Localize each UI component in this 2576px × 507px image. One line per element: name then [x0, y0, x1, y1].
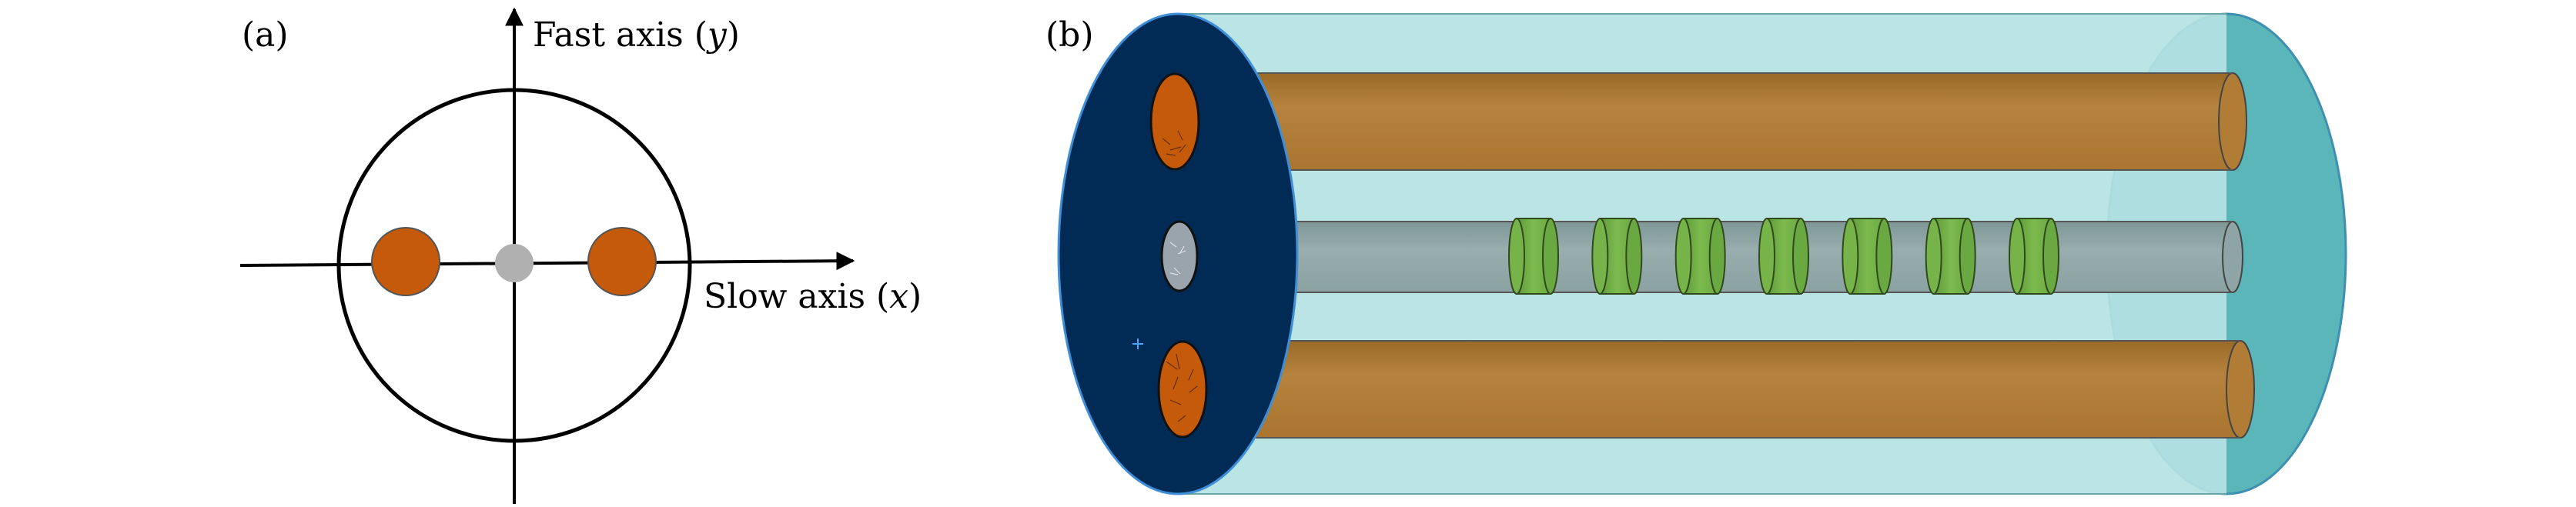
grating-7	[2009, 218, 2059, 295]
slow-axis-label: Slow axis (x)	[704, 277, 922, 316]
grating-5	[1842, 218, 1893, 295]
grating-3	[1674, 218, 1726, 295]
cross-section-diagram: (a) Fast axis (y) Slow axis (x)	[239, 7, 922, 504]
rod-texture	[1162, 130, 1198, 422]
stress-rod-bottom-tube	[1232, 341, 2240, 438]
slow-axis-line	[239, 252, 855, 271]
stress-rod-top-end	[2218, 72, 2247, 171]
grating-1	[1508, 218, 1559, 295]
core-texture	[1169, 242, 1186, 275]
fiber-core	[495, 244, 534, 282]
stress-rod-left	[371, 227, 440, 296]
stress-rod-top-tube	[1232, 73, 2233, 170]
grating-4	[1758, 218, 1809, 295]
panel-a-label: (a)	[242, 15, 289, 55]
stress-rod-right	[587, 227, 657, 296]
plus-marker-icon	[1132, 339, 1143, 349]
front-stress-rod-bottom	[1157, 340, 1208, 439]
stress-rod-bottom-end	[2226, 340, 2255, 439]
fast-axis-label: Fast axis (y)	[533, 15, 740, 55]
core-tube-end	[2222, 221, 2243, 293]
grating-2	[1591, 218, 1643, 295]
grating-6	[1925, 218, 1976, 295]
bragg-gratings	[1508, 218, 2059, 295]
panel-b-label: (b)	[1045, 15, 1094, 55]
front-stress-rod-top	[1149, 72, 1200, 171]
core-tube	[1247, 222, 2233, 292]
front-core	[1160, 220, 1199, 292]
